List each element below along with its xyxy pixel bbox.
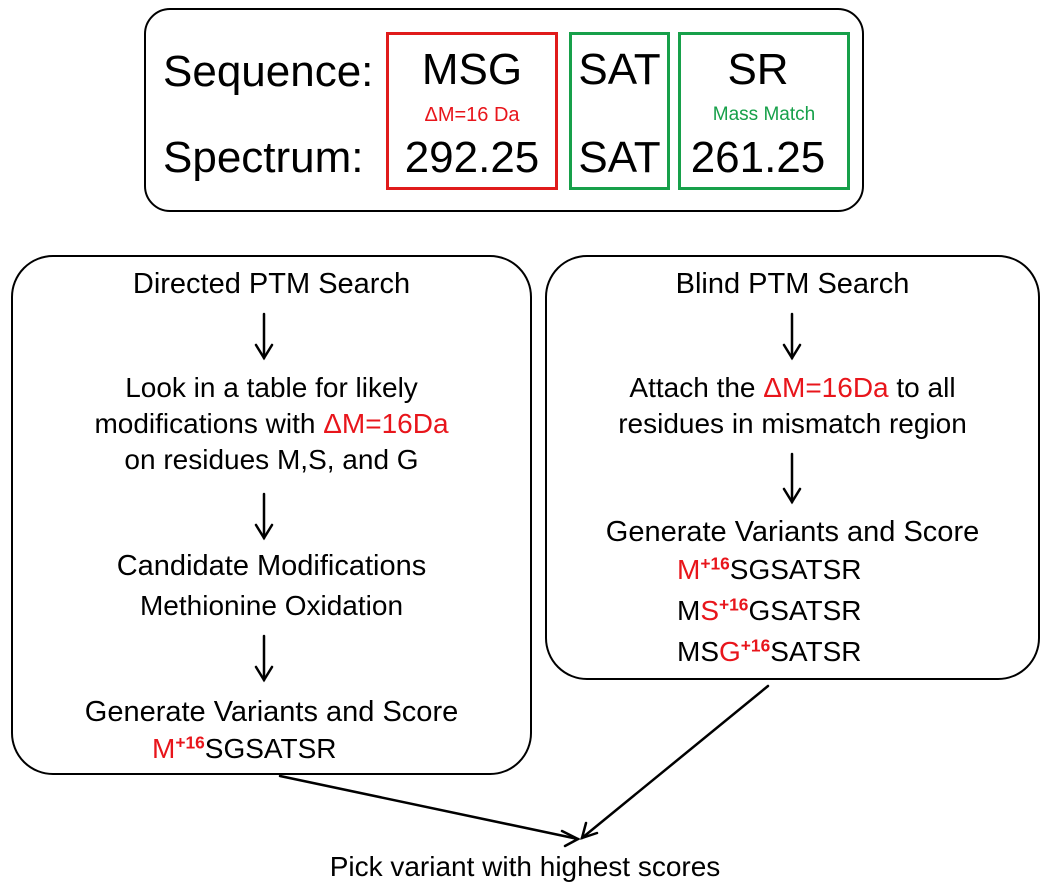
sequence-label: Sequence: xyxy=(163,47,374,96)
blind-variant-1-mod: +16 xyxy=(700,553,730,574)
block-msg-delta-note: ΔM=16 Da xyxy=(424,104,520,126)
block-sr-match-note: Mass Match xyxy=(712,104,816,125)
blind-variant-2-residue: S xyxy=(700,595,720,626)
match-block-sat xyxy=(569,32,670,190)
directed-variant: M+16SGSATSR xyxy=(152,732,337,764)
spectrum-label: Spectrum: xyxy=(163,133,364,182)
directed-variant-rest: SGSATSR xyxy=(204,733,337,764)
block-sr-sequence: SR xyxy=(727,45,789,94)
blind-variant-2-prefix: M xyxy=(677,595,701,626)
sequence-spectrum-panel xyxy=(144,8,864,212)
directed-ptm-panel xyxy=(11,255,532,775)
blind-step1-line1: Attach the ΔM=16Da to all xyxy=(545,374,1040,402)
block-msg-spectrum: 292.25 xyxy=(404,133,540,182)
candidate-value: Methionine Oxidation xyxy=(139,590,404,621)
blind-generate-title: Generate Variants and Score xyxy=(605,516,980,548)
block-msg-sequence: MSG xyxy=(421,45,523,94)
directed-variant-residue: M xyxy=(152,733,176,764)
blind-ptm-panel xyxy=(545,255,1040,680)
blind-variant-3-mod: +16 xyxy=(740,635,771,656)
result-text: Pick variant with highest scores xyxy=(329,851,721,882)
blind-variant-2-rest: GSATSR xyxy=(748,595,862,626)
block-sat-sequence: SAT xyxy=(578,45,661,94)
directed-generate-title: Generate Variants and Score xyxy=(84,696,459,728)
blind-variant-3-rest: SATSR xyxy=(770,636,862,667)
block-sat-spectrum: SAT xyxy=(578,133,661,182)
blind-variant-3-residue: G xyxy=(719,636,741,667)
directed-title: Directed PTM Search xyxy=(132,268,411,300)
blind-variant-1: M+16SGSATSR xyxy=(677,553,862,585)
blind-delta-mass: ΔM=16Da xyxy=(763,372,889,403)
blind-step1-pre: Attach the xyxy=(629,372,764,403)
match-block-sr xyxy=(678,32,850,190)
blind-variant-1-rest: SGSATSR xyxy=(729,554,862,585)
blind-title: Blind PTM Search xyxy=(675,268,910,300)
blind-variant-1-residue: M xyxy=(677,554,701,585)
directed-step1-line2-text: modifications with xyxy=(94,408,324,439)
directed-delta-mass: ΔM=16Da xyxy=(323,408,449,439)
directed-step1-line2: modifications with ΔM=16Da xyxy=(11,410,532,438)
candidate-title: Candidate Modifications xyxy=(116,550,427,582)
blind-variant-3-prefix: MS xyxy=(677,636,719,667)
blind-variant-3: MSG+16SATSR xyxy=(677,635,862,667)
directed-variant-mod: +16 xyxy=(175,732,205,753)
blind-variant-2-mod: +16 xyxy=(719,594,749,615)
block-sr-spectrum: 261.25 xyxy=(690,133,826,182)
blind-variant-2: MS+16GSATSR xyxy=(677,594,862,626)
directed-step1-line3: on residues M,S, and G xyxy=(124,444,419,475)
blind-step1-post: to all xyxy=(888,372,956,403)
mismatch-block-msg xyxy=(386,32,558,190)
directed-to-result-arrow xyxy=(278,774,581,848)
blind-step1-line2: residues in mismatch region xyxy=(618,408,967,439)
directed-step1-line1: Look in a table for likely xyxy=(125,372,418,403)
blind-to-result-arrow xyxy=(580,684,770,840)
